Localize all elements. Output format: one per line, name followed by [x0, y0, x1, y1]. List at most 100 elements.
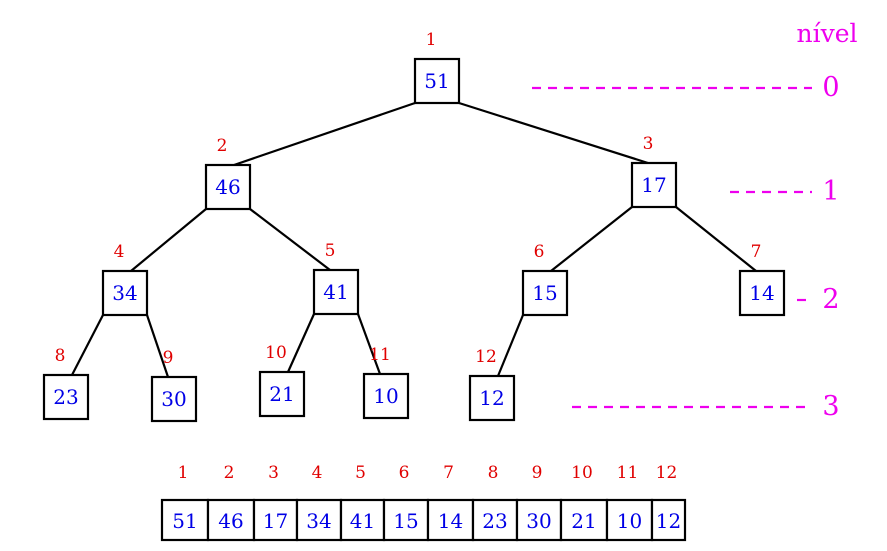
array-cell-index: 10: [571, 463, 593, 483]
node-index: 10: [265, 343, 287, 363]
tree-edge-1-2: [233, 101, 416, 167]
array-cell-value: 51: [172, 509, 197, 533]
array-cell-index: 7: [443, 463, 454, 483]
node-box: [630, 161, 678, 209]
node-box: [204, 163, 252, 211]
array-cell-value: 15: [393, 509, 418, 533]
array-cell-10: 21 10: [559, 463, 609, 542]
tree-node-7: 14 7: [738, 242, 786, 317]
array-cell-box: [339, 498, 386, 542]
node-index: 12: [475, 347, 497, 367]
node-value: 34: [112, 281, 137, 305]
node-box: [42, 373, 90, 421]
tree-edge-5-10: [286, 313, 316, 373]
array-cell-value: 34: [306, 509, 331, 533]
array-cell-box: [471, 498, 519, 542]
tree-node-3: 17 3: [630, 134, 678, 209]
tree-edge-2-4: [130, 208, 207, 272]
tree-node-11: 10 11: [362, 345, 410, 420]
node-value: 51: [424, 69, 449, 93]
array-cell-box: [252, 498, 299, 542]
tree-node-6: 15 6: [521, 242, 569, 317]
array-cell-box: [382, 498, 430, 542]
array-cell-box: [206, 498, 256, 542]
node-box: [738, 269, 786, 317]
node-value: 17: [641, 173, 666, 197]
node-box: [362, 372, 410, 420]
array-cell-1: 511: [160, 463, 210, 542]
node-value: 41: [323, 280, 348, 304]
array-cell-value: 21: [571, 509, 596, 533]
array-cell-index: 3: [268, 463, 279, 483]
tree-edge-1-3: [458, 101, 649, 165]
array-cell-index: 12: [656, 463, 678, 483]
level-label-0: 0: [822, 72, 839, 103]
tree-node-4: 344: [101, 242, 149, 317]
node-index: 7: [751, 242, 762, 262]
array-cell-value: 30: [526, 509, 551, 533]
array-cell-value: 23: [482, 509, 507, 533]
level-title: nível: [796, 19, 857, 48]
node-index: 3: [643, 134, 654, 154]
array-cell-7: 14 7: [426, 463, 475, 542]
node-index: 8: [55, 346, 66, 366]
array-cell-value: 12: [656, 509, 681, 533]
array-cell-box: [295, 498, 343, 542]
node-box: [101, 269, 149, 317]
tree-node-2: 462: [204, 136, 252, 211]
array-cell-2: 46 2: [206, 463, 256, 542]
node-value: 46: [215, 175, 240, 199]
tree-node-9: 30 9: [150, 348, 198, 423]
node-value: 15: [532, 281, 557, 305]
tree-edge-4-8: [71, 314, 104, 376]
array-cell-4: 344: [295, 463, 343, 542]
tree-edge-6-12: [496, 314, 525, 377]
array-cell-box: [559, 498, 609, 542]
node-box: [150, 375, 198, 423]
tree-edge-3-7: [675, 206, 757, 272]
tree-edge-2-5: [249, 208, 331, 271]
node-index: 11: [369, 345, 391, 365]
node-value: 30: [161, 387, 186, 411]
array-cell-value: 46: [218, 509, 243, 533]
node-index: 9: [163, 348, 174, 368]
node-value: 14: [749, 281, 774, 305]
node-value: 23: [53, 385, 78, 409]
array-cell-8: 23 8: [471, 463, 519, 542]
array-cell-index: 8: [488, 463, 499, 483]
array-cell-value: 17: [263, 509, 288, 533]
array-cell-box: [605, 498, 654, 542]
tree-edge-3-6: [550, 206, 633, 272]
level-label-3: 3: [822, 391, 839, 422]
array-cell-3: 17 3: [252, 463, 299, 542]
node-box: [468, 374, 516, 422]
node-value: 10: [373, 384, 398, 408]
tree-node-1: 51 1: [413, 30, 461, 105]
node-box: [413, 57, 461, 105]
node-index: 5: [325, 241, 336, 261]
node-box: [521, 269, 569, 317]
tree-edges: [71, 101, 757, 378]
node-box: [258, 370, 306, 418]
tree-node-5: 41 5: [312, 241, 360, 316]
array-cell-value: 14: [438, 509, 463, 533]
array-cell-12: 12 12: [650, 463, 687, 542]
array-cell-index: 6: [399, 463, 410, 483]
node-index: 1: [426, 30, 437, 50]
tree-edge-5-11: [356, 313, 382, 375]
array-cell-index: 11: [617, 463, 639, 483]
array-cell-9: 30 9: [515, 463, 563, 542]
tree-node-10: 21 10: [258, 343, 306, 418]
array-cell-value: 10: [617, 509, 642, 533]
level-label-2: 2: [822, 284, 839, 315]
array-cell-index: 5: [355, 463, 366, 483]
array-cell-index: 9: [532, 463, 543, 483]
node-index: 6: [534, 242, 545, 262]
node-value: 21: [269, 382, 294, 406]
array-cell-index: 2: [224, 463, 235, 483]
